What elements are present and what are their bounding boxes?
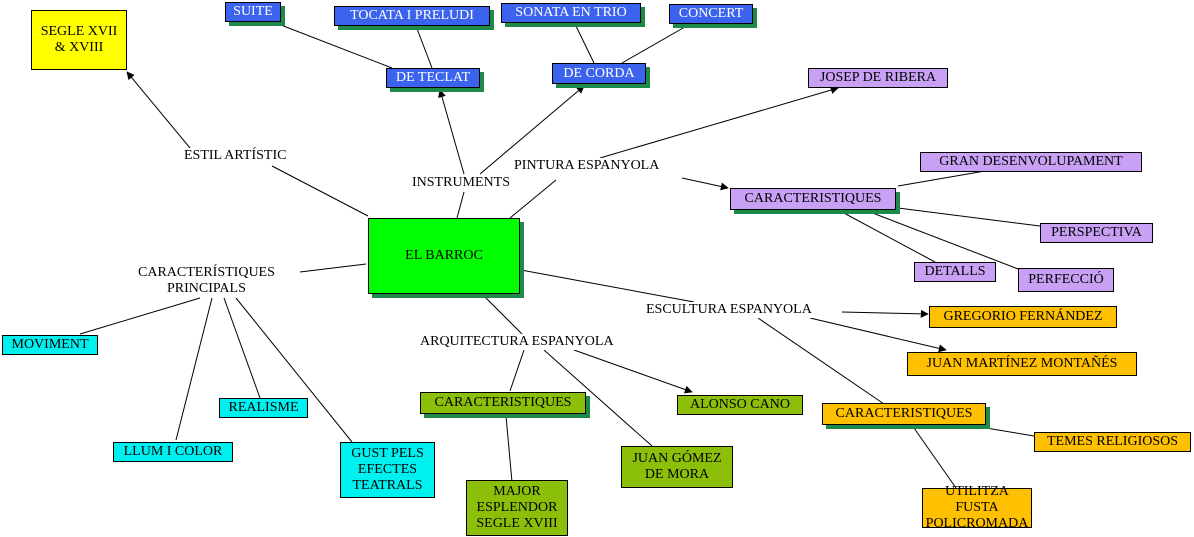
suite-node[interactable]: SUITE xyxy=(225,2,281,22)
link-center-estil xyxy=(271,165,369,217)
link-ecaract-temes xyxy=(985,427,1035,437)
major-esplendor-node[interactable]: MAJOR ESPLENDOR SEGLE XVIII xyxy=(466,480,568,536)
link-teclat-tocata xyxy=(415,25,433,69)
link-center-instruments xyxy=(456,191,465,219)
escultura-caracteristiques-node[interactable]: CARACTERISTIQUES xyxy=(822,403,986,425)
realisme-node[interactable]: REALISME xyxy=(219,398,308,418)
arquitectura-caracteristiques-node[interactable]: CARACTERISTIQUES xyxy=(420,392,586,414)
link-pcaract-perfeccio xyxy=(869,211,1027,273)
link-acaract-major xyxy=(505,415,513,483)
detalls-node[interactable]: DETALLS xyxy=(914,262,996,282)
link-corda-sonata xyxy=(573,21,595,64)
link-pintura-caract xyxy=(681,177,729,191)
link-pcaract-gran xyxy=(897,170,986,187)
sonata-trio-node[interactable]: SONATA EN TRIO xyxy=(501,3,641,23)
concert-node[interactable]: CONCERT xyxy=(669,4,753,24)
link-estil-segle xyxy=(126,71,191,149)
arquitectura-espanyola-label: ARQUITECTURA ESPANYOLA xyxy=(418,334,616,350)
moviment-node[interactable]: MOVIMENT xyxy=(2,335,98,355)
temes-religiosos-node[interactable]: TEMES RELIGIOSOS xyxy=(1034,432,1191,452)
link-pcaract-persp xyxy=(897,207,1041,227)
gregorio-fernandez-node[interactable]: GREGORIO FERNÁNDEZ xyxy=(929,306,1117,328)
link-principals-moviment xyxy=(79,297,201,335)
perspectiva-node[interactable]: PERSPECTIVA xyxy=(1040,223,1153,243)
llum-color-node[interactable]: LLUM I COLOR xyxy=(113,442,233,462)
link-teclat-suite xyxy=(267,19,393,69)
link-esc-caract xyxy=(757,317,885,405)
link-center-arquitectura xyxy=(483,295,523,335)
tocata-preludi-node[interactable]: TOCATA I PRELUDI xyxy=(334,6,490,26)
link-principals-gust xyxy=(235,297,353,443)
instruments-label: INSTRUMENTS xyxy=(410,175,513,191)
link-instruments-teclat xyxy=(438,89,465,175)
pintura-espanyola-label: PINTURA ESPANYOLA xyxy=(512,158,662,174)
link-instruments-corda xyxy=(479,85,585,175)
link-corda-concert xyxy=(621,23,691,64)
pintura-caracteristiques-node[interactable]: CARACTERISTIQUES xyxy=(730,188,896,210)
gust-efectes-teatrals-node[interactable]: GUST PELS EFECTES TEATRALS xyxy=(340,442,435,498)
perfeccio-node[interactable]: PERFECCIÓ xyxy=(1018,268,1114,292)
caracteristiques-principals-label: CARACTERÍSTIQUES PRINCIPALS xyxy=(136,265,277,297)
link-center-pintura xyxy=(509,179,557,219)
link-arq-caract xyxy=(509,349,525,392)
link-pintura-ribera xyxy=(599,86,839,159)
link-arq-alonso xyxy=(573,349,693,394)
alonso-cano-node[interactable]: ALONSO CANO xyxy=(677,395,803,415)
link-ecaract-fusta xyxy=(913,427,957,489)
link-arq-gomez xyxy=(543,349,653,447)
link-pcaract-detalls xyxy=(841,211,936,263)
link-principals-llum xyxy=(175,297,213,441)
estil-artistic-label: ESTIL ARTÍSTIC xyxy=(182,148,289,164)
link-esc-montanes xyxy=(809,317,947,353)
link-center-escultura xyxy=(520,269,695,303)
josep-ribera-node[interactable]: JOSEP DE RIBERA xyxy=(808,68,948,88)
de-corda-node[interactable]: DE CORDA xyxy=(552,63,646,84)
utilitza-fusta-node[interactable]: UTILITZA FUSTA POLICROMADA xyxy=(922,484,1032,531)
link-principals-realisme xyxy=(223,297,261,399)
link-esc-gregorio xyxy=(841,309,929,318)
juan-martinez-montanes-node[interactable]: JUAN MARTÍNEZ MONTAÑÉS xyxy=(907,352,1137,376)
segle-node[interactable]: SEGLE XVII & XVIII xyxy=(31,10,127,70)
escultura-espanyola-label: ESCULTURA ESPANYOLA xyxy=(644,302,814,318)
juan-gomez-mora-node[interactable]: JUAN GÓMEZ DE MORA xyxy=(621,446,733,488)
center-node[interactable]: EL BARROC xyxy=(368,218,520,294)
gran-desenvolupament-node[interactable]: GRAN DESENVOLUPAMENT xyxy=(920,152,1142,172)
link-center-principals xyxy=(299,263,367,273)
de-teclat-node[interactable]: DE TECLAT xyxy=(386,68,480,88)
